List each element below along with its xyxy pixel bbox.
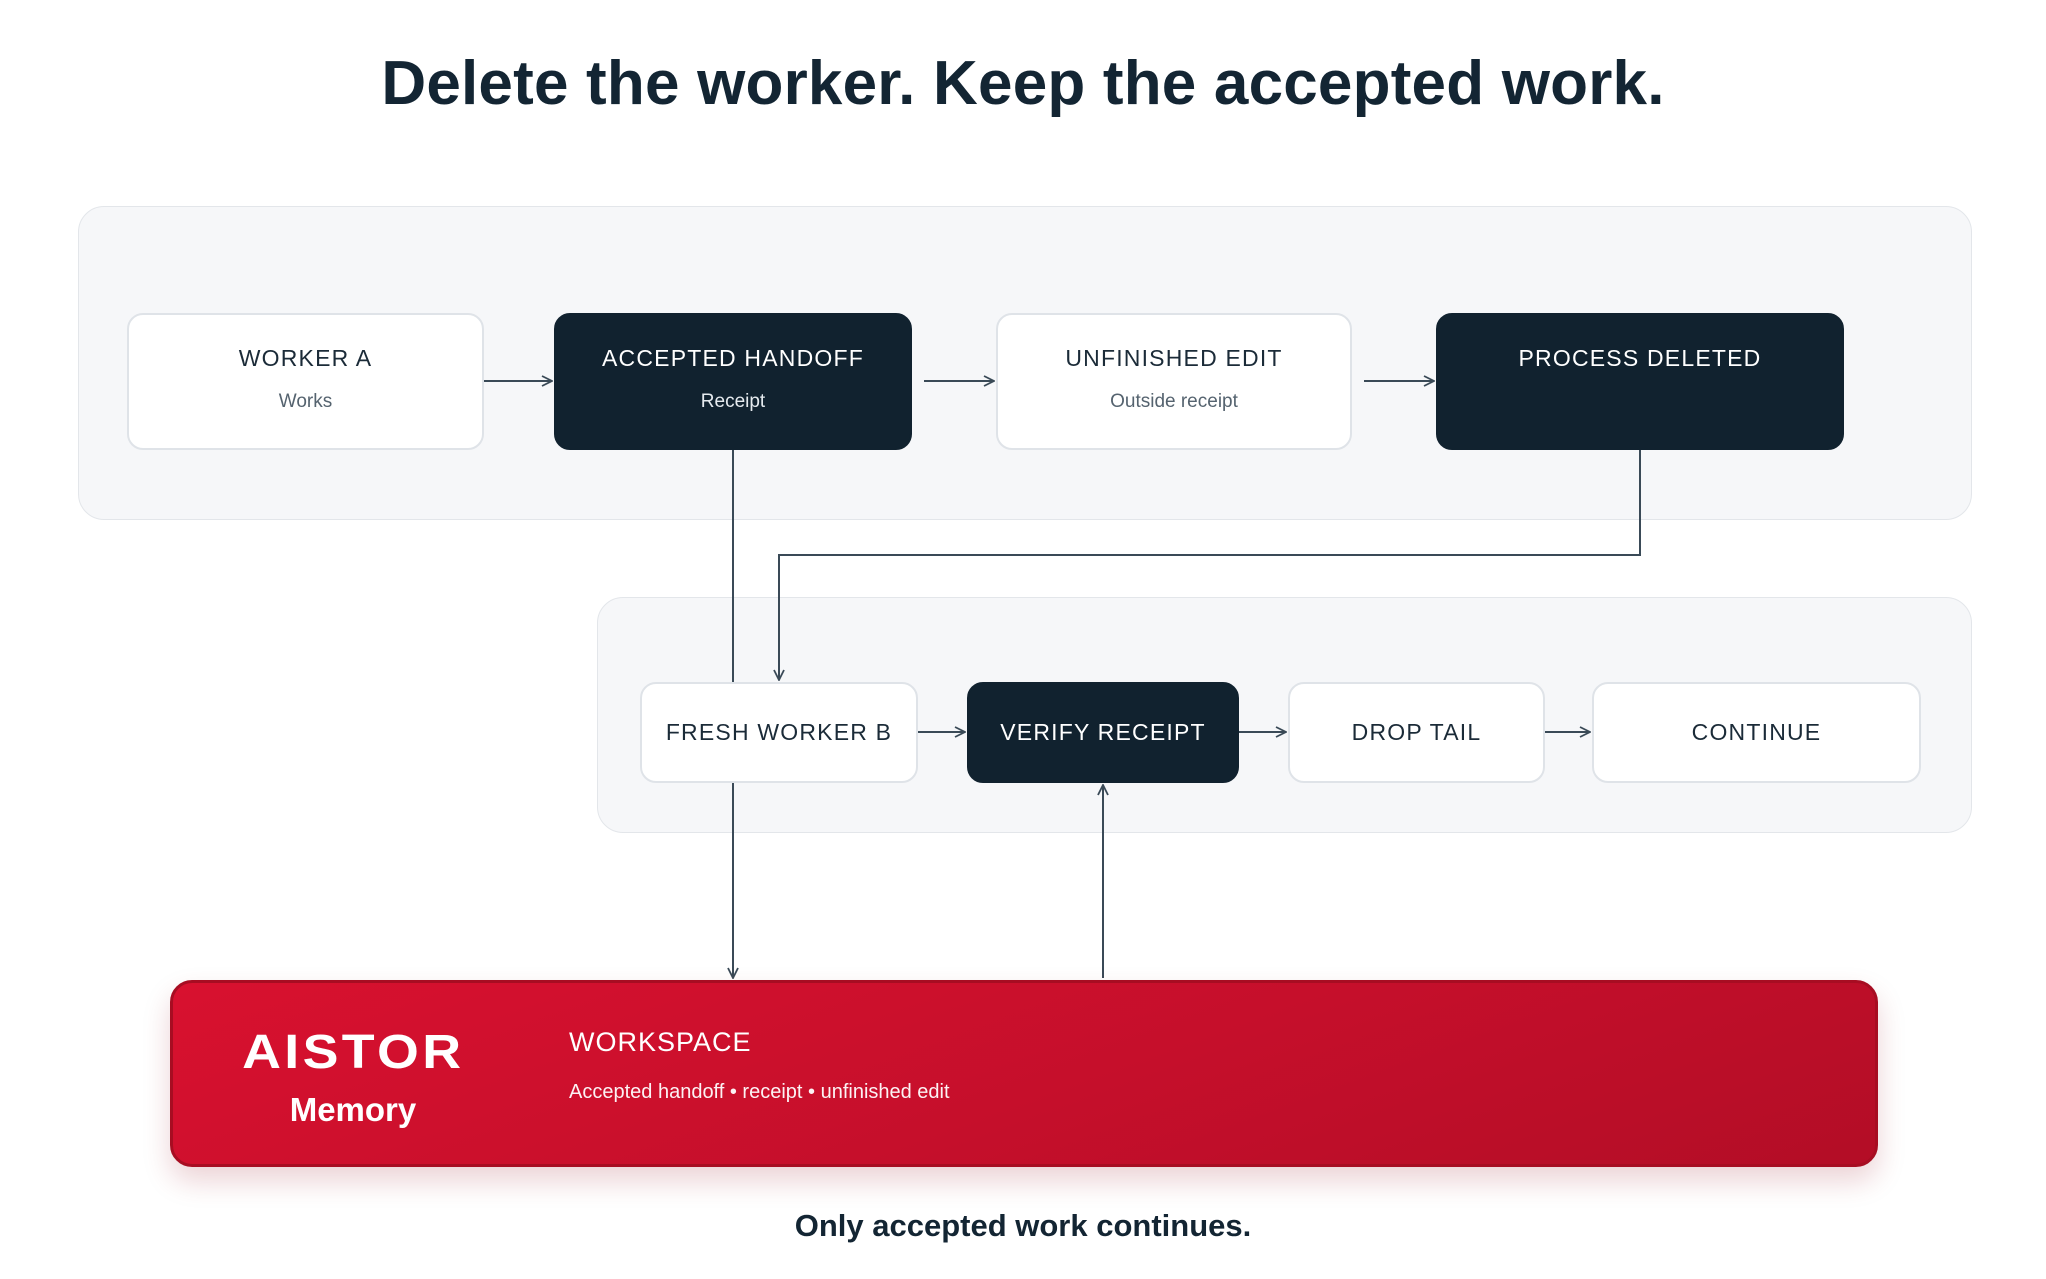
node-label: WORKER A (238, 345, 373, 371)
diagram-title: Delete the worker. Keep the accepted wor… (381, 49, 1665, 118)
node-drop-tail: DROP TAIL (1288, 682, 1545, 783)
brand-block: AISTOR Memory (228, 1026, 478, 1128)
aistor-logo: AISTOR (241, 1026, 465, 1079)
node-fresh-worker-b: FRESH WORKER B (640, 682, 918, 783)
node-process-deleted: PROCESS DELETED (1436, 313, 1844, 450)
node-unfinished-edit: UNFINISHED EDIT Outside receipt (996, 313, 1352, 450)
node-label: VERIFY RECEIPT (1000, 719, 1206, 745)
workspace-title: WORKSPACE (569, 1027, 752, 1057)
node-label: UNFINISHED EDIT (1065, 345, 1283, 371)
node-worker-a: WORKER A Works (127, 313, 484, 450)
node-label: CONTINUE (1691, 719, 1822, 745)
node-accepted-handoff: ACCEPTED HANDOFF Receipt (554, 313, 912, 450)
node-sublabel: Outside receipt (1110, 391, 1238, 412)
node-label: PROCESS DELETED (1518, 345, 1762, 371)
node-continue: CONTINUE (1592, 682, 1921, 783)
node-label: ACCEPTED HANDOFF (602, 345, 864, 371)
node-label: DROP TAIL (1351, 719, 1482, 745)
node-sublabel: Receipt (700, 391, 766, 412)
diagram-caption: Only accepted work continues. (794, 1208, 1252, 1243)
node-label: FRESH WORKER B (665, 719, 893, 745)
brand-subtitle: Memory (289, 1091, 417, 1128)
workspace-store: AISTOR Memory WORKSPACE Accepted handoff… (170, 980, 1878, 1167)
node-verify-receipt: VERIFY RECEIPT (967, 682, 1239, 783)
workspace-contents: Accepted handoff • receipt • unfinished … (569, 1081, 950, 1103)
node-sublabel: Works (278, 391, 333, 412)
